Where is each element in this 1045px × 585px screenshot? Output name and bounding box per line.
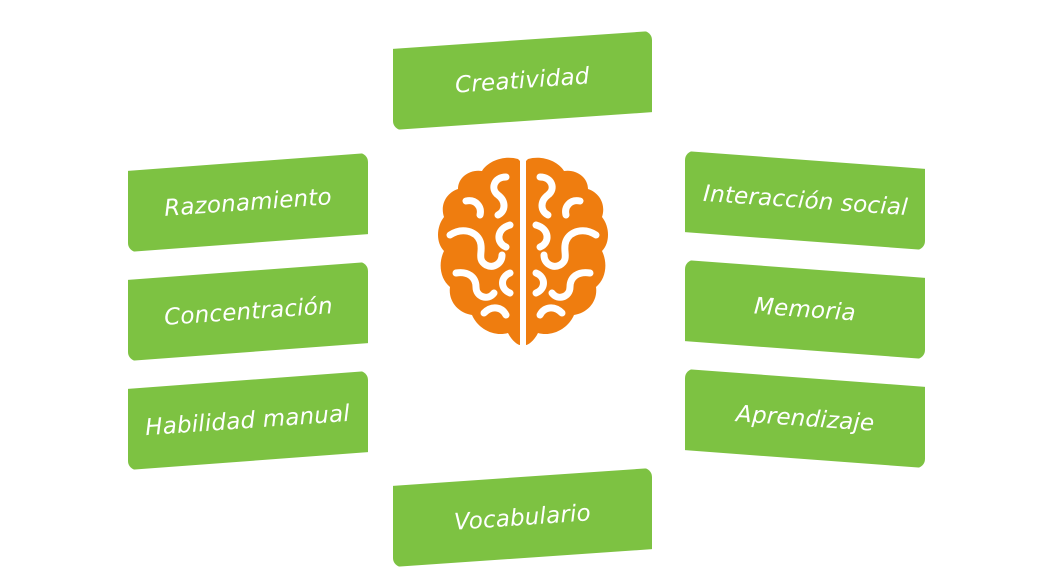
brain-icon xyxy=(438,157,608,345)
tag-concentracion: Concentración xyxy=(128,262,368,361)
tag-memoria: Memoria xyxy=(685,260,925,359)
tag-aprendizaje: Aprendizaje xyxy=(685,369,925,468)
tag-label-aprendizaje: Aprendizaje xyxy=(735,400,875,437)
tag-habilidad-manual: Habilidad manual xyxy=(128,371,368,470)
tag-razonamiento: Razonamiento xyxy=(128,153,368,252)
tag-label-habilidad-manual: Habilidad manual xyxy=(144,400,352,441)
tag-label-concentracion: Concentración xyxy=(162,292,334,331)
tag-label-creatividad: Creatividad xyxy=(454,62,591,99)
tag-vocabulario: Vocabulario xyxy=(393,468,652,567)
tag-label-memoria: Memoria xyxy=(753,292,857,327)
tag-creatividad: Creatividad xyxy=(393,31,652,130)
tag-label-razonamiento: Razonamiento xyxy=(163,183,333,222)
tag-label-interaccion-social: Interacción social xyxy=(701,180,909,221)
tag-interaccion-social: Interacción social xyxy=(685,151,925,250)
tag-label-vocabulario: Vocabulario xyxy=(453,499,592,536)
